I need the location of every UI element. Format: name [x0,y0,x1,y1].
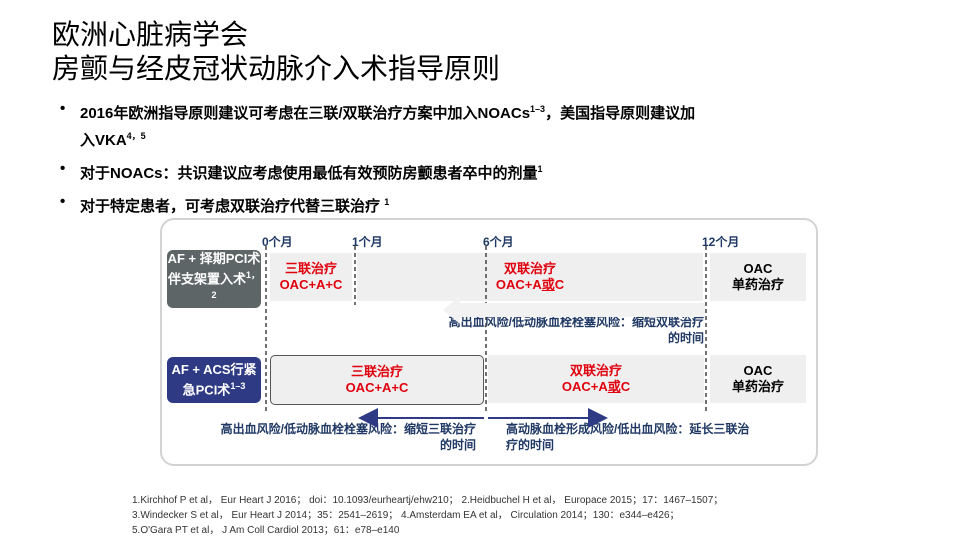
bullet-superscript: 1 [384,197,390,207]
row2-dual-name: 双联治疗 [569,363,622,378]
row1-oac-regimen: 单药治疗 [731,277,784,292]
tick-6-months: 6个月 [483,235,514,249]
row2-oac-regimen: 单药治疗 [731,379,784,394]
row2-dual-regimen-a: OAC+A [561,379,608,394]
tick-12-months: 12个月 [702,235,740,249]
row1-triple-therapy-box: 三联治疗 OAC+A+C [270,253,352,301]
row1-note-line1: 高出血风险/低动脉血栓栓塞风险：缩短双联治疗 [448,315,704,329]
bullet-dot: • [60,193,66,210]
bullet-item: • 对于特定患者，可考虑双联治疗代替三联治疗 1 [60,191,700,218]
row2-dual-regimen-c: C [620,379,631,394]
row2-dual-therapy-box: 双联治疗 OAC+A或C [488,355,704,403]
reference-line: 1.Kirchhof P et al， Eur Heart J 2016； do… [132,495,724,506]
row2-dual-regimen-or: 或 [607,379,621,394]
row1-dual-therapy-box: 双联治疗 OAC+A或C [357,253,703,301]
tick-1-month: 1个月 [352,235,383,249]
row2-triple-name: 三联治疗 [350,364,403,379]
row2-dual-regimen: OAC+A或C [562,379,630,395]
row2-label: AF + ACS行紧急PCI术1–3 [167,357,261,403]
row2-label-superscript: 1–3 [230,380,246,391]
row1-oac-name: OAC [743,261,773,276]
title-line-2: 房颤与经皮冠状动脉介入术指导原则 [52,53,501,84]
bullet-text: 对于NOACs：共识建议应考虑使用最低有效预防房颤患者卒中的剂量 [80,165,538,182]
row2-triple-regimen: OAC+A+C [345,380,409,395]
row2-oac-name: OAC [743,363,773,378]
tick-0-months: 0个月 [262,235,293,249]
references: 1.Kirchhof P et al， Eur Heart J 2016； do… [132,493,723,538]
row2-oac-box: OAC 单药治疗 [710,355,806,403]
row2-triple-therapy-box: 三联治疗 OAC+A+C [270,355,484,405]
bullet-superscript: 4，5 [126,131,146,141]
reference-line: 3.Windecker S et al， Eur Heart J 2014；35… [132,510,680,521]
row1-dual-name: 双联治疗 [503,261,556,276]
bullet-dot: • [60,160,66,177]
row2-note-right: 高动脉血栓形成风险/低出血风险：延长三联治 疗的时间 [506,421,796,453]
row1-shorten-arrow [443,296,705,324]
row1-dual-regimen-c: C [554,277,565,292]
title-line-1: 欧洲心脏病学会 [52,19,249,50]
row2-note-left: 高出血风险/低动脉血栓栓塞风险：缩短三联治疗 的时间 [172,421,476,453]
row1-note: 高出血风险/低动脉血栓栓塞风险：缩短双联治疗 的时间 [392,314,704,346]
page-title: 欧洲心脏病学会 房颤与经皮冠状动脉介入术指导原则 [52,18,500,86]
bullet-superscript: 1 [537,164,543,174]
bullet-item: • 对于NOACs：共识建议应考虑使用最低有效预防房颤患者卒中的剂量1 [60,158,700,185]
bullet-item: • 2016年欧洲指导原则建议可考虑在三联/双联治疗方案中加入NOACs1–3，… [60,98,700,152]
row1-dual-regimen-a: OAC+A [495,277,542,292]
bullet-list: • 2016年欧洲指导原则建议可考虑在三联/双联治疗方案中加入NOACs1–3，… [60,98,700,224]
row1-triple-name: 三联治疗 [284,261,337,276]
row2-note-left-line1: 高出血风险/低动脉血栓栓塞风险：缩短三联治疗 [220,422,476,436]
bullet-superscript: 1–3 [530,104,546,114]
row1-dual-regimen: OAC+A或C [496,277,564,293]
row1-label: AF + 择期PCI术伴支架置入术1，2 [167,250,261,308]
row1-triple-regimen: OAC+A+C [279,277,343,292]
bullet-text: ，美国指导原则建议加入VKA [80,105,696,149]
reference-line: 5.O'Gara PT et al， J Am Coll Cardiol 201… [132,525,400,536]
row2-note-right-line1: 高动脉血栓形成风险/低出血风险：延长三联治 [506,422,750,436]
row1-note-line2: 的时间 [667,331,704,345]
row2-note-left-line2: 的时间 [439,438,476,452]
row1-label-superscript: 1，2 [211,269,261,300]
bullet-text: 对于特定患者，可考虑双联治疗代替三联治疗 [80,198,381,215]
bullet-dot: • [60,100,66,117]
row2-label-text: AF + ACS行紧急PCI术 [171,361,257,398]
row1-label-text: AF + 择期PCI术伴支架置入术 [167,250,261,286]
row1-oac-box: OAC 单药治疗 [710,253,806,301]
row2-note-right-line2: 疗的时间 [506,438,555,452]
bullet-text: 2016年欧洲指导原则建议可考虑在三联/双联治疗方案中加入NOACs [80,105,531,122]
row1-dual-regimen-or: 或 [541,277,555,292]
